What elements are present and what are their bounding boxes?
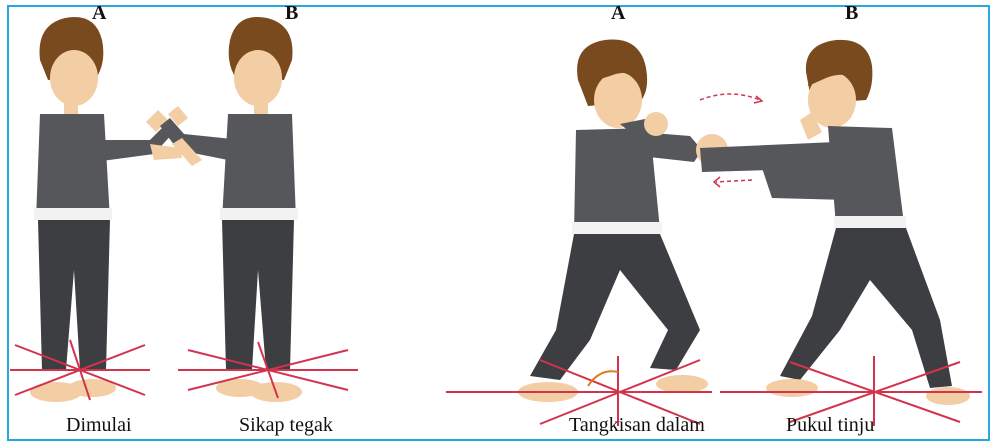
caption-tangkisan-dalam: Tangkisan dalam (569, 414, 705, 437)
caption-sikap-tegak: Sikap tegak (239, 414, 333, 437)
stance-guide-lines (446, 356, 982, 426)
figure-b-sikap-tegak (160, 17, 358, 402)
figure-a-dimulai (10, 17, 182, 402)
caption-dimulai: Dimulai (66, 414, 132, 437)
figure-2-letter: B (285, 2, 298, 25)
figure-b-pukul-tinju (700, 40, 970, 405)
figure-a-tangkisan-dalam (518, 40, 762, 402)
caption-pukul-tinju: Pukul tinju (786, 414, 874, 437)
figure-4-letter: B (845, 2, 858, 25)
figure-3-letter: A (611, 2, 625, 25)
figure-1-letter: A (92, 2, 106, 25)
